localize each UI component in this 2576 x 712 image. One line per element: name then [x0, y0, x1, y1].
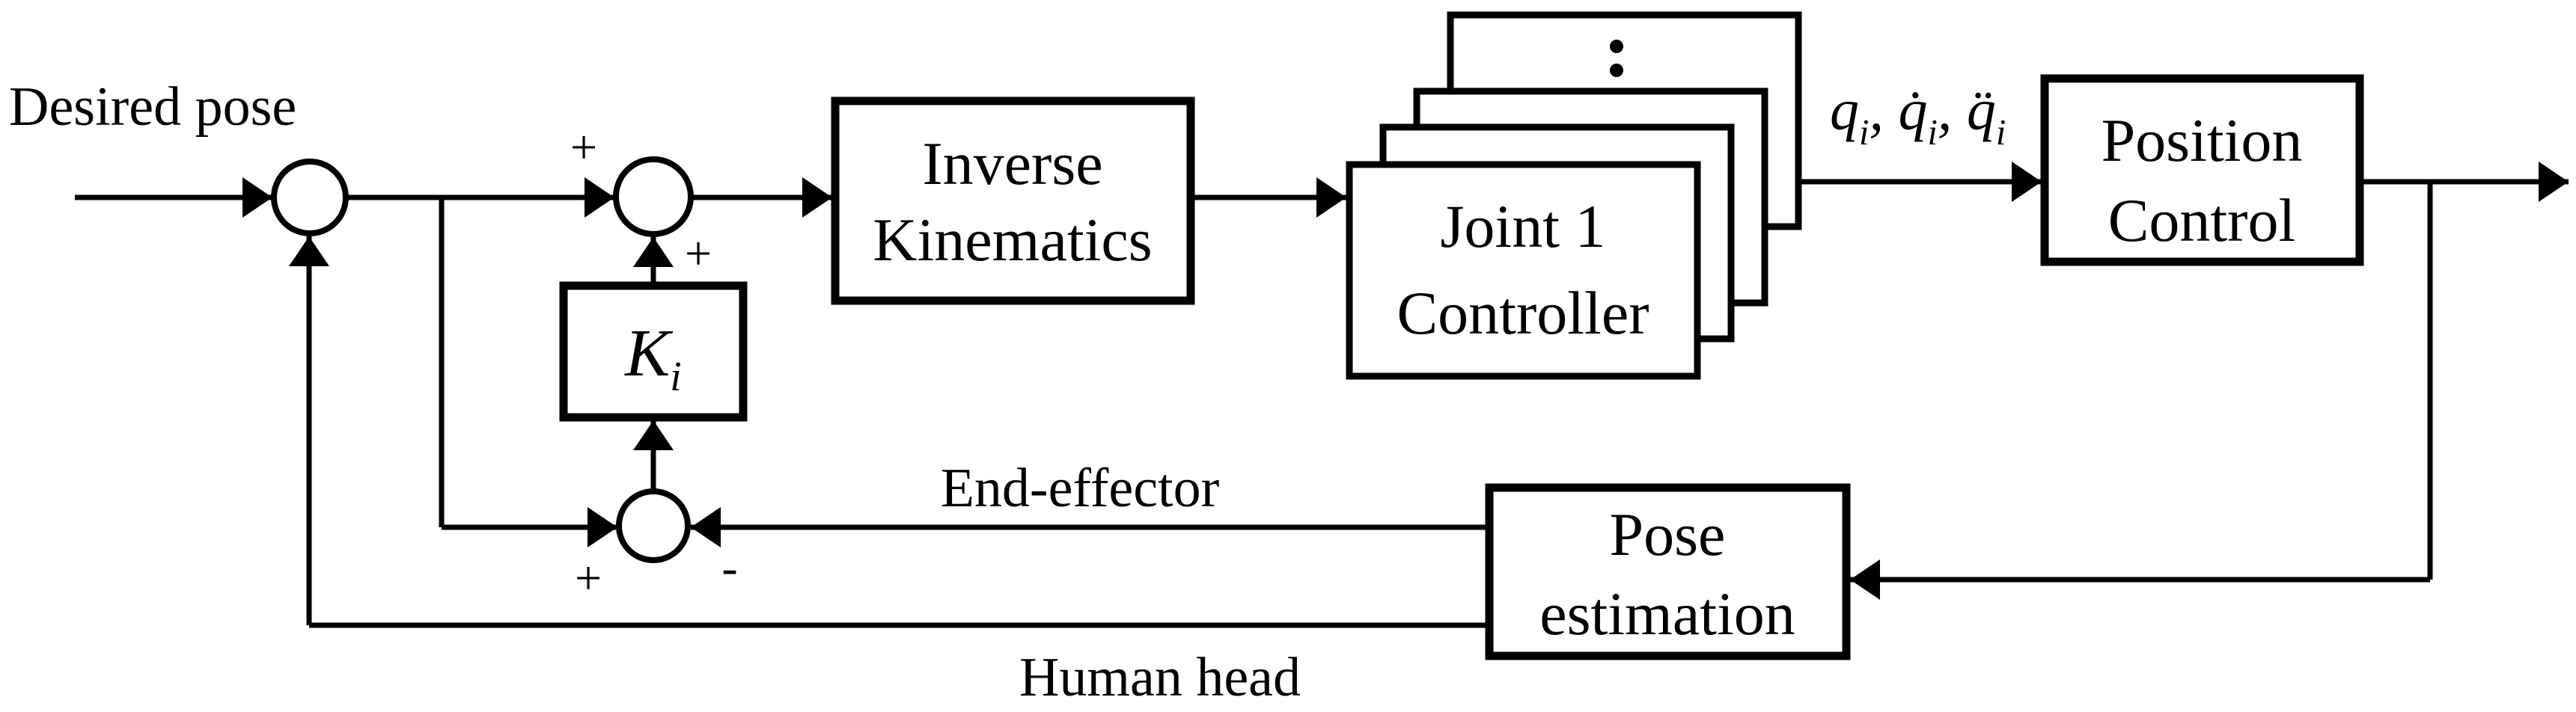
gain-block: Ki — [559, 281, 748, 422]
pose-estimation-label-line1: Pose — [1610, 500, 1726, 568]
vertical-ellipsis-icon — [1610, 40, 1623, 77]
pose-estimation-block: Pose estimation — [1485, 483, 1851, 660]
human-head-label: Human head — [1019, 647, 1301, 708]
joint-controller-label-line2: Controller — [1397, 279, 1649, 347]
gain-label: Ki — [623, 316, 682, 400]
gain-box — [559, 281, 748, 422]
joint-controller-block — [1346, 161, 1701, 380]
sum3-plus-sign-left: + — [575, 551, 602, 604]
sum2-plus-sign-bottom: + — [685, 227, 712, 280]
inverse-kinematics-label-line2: Kinematics — [873, 206, 1152, 274]
position-control-label-line2: Control — [2108, 186, 2296, 254]
inverse-kinematics-label-line1: Inverse — [922, 129, 1102, 197]
inverse-kinematics-block: Inverse Kinematics — [831, 96, 1195, 305]
joint-controller-stack: Joint 1 Controller — [1346, 11, 1802, 380]
sum3-minus-sign-right: - — [721, 541, 737, 594]
sum-junction-3 — [616, 488, 691, 563]
ellipsis-dot — [1610, 64, 1623, 77]
joint-trajectory-label: qi, q̇i, q̈i — [1830, 77, 2006, 153]
pose-estimation-box — [1485, 483, 1851, 660]
end-effector-label: End-effector — [941, 458, 1220, 519]
desired-pose-label: Desired pose — [9, 76, 296, 138]
sum-junction-1 — [271, 159, 349, 236]
inverse-kinematics-box — [831, 96, 1195, 305]
position-control-label-line1: Position — [2102, 106, 2303, 174]
pose-estimation-label-line2: estimation — [1539, 580, 1795, 648]
sum-junction-2 — [613, 156, 694, 237]
sum2-plus-sign-top: + — [570, 120, 597, 174]
ellipsis-dot — [1610, 40, 1623, 53]
joint-controller-label-line1: Joint 1 — [1441, 192, 1606, 260]
position-control-box — [2040, 74, 2364, 266]
position-control-block: Position Control — [2040, 74, 2364, 266]
